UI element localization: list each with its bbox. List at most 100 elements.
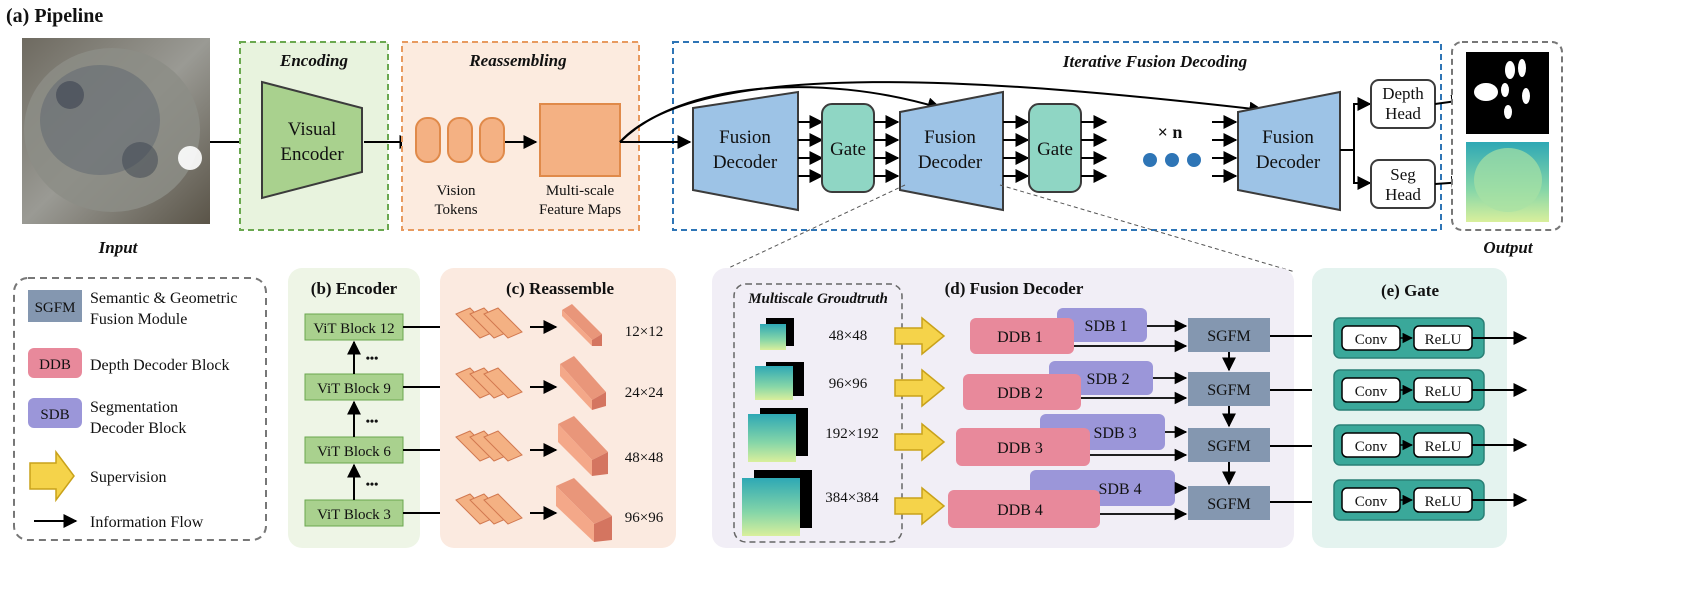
encoding-title: Encoding: [279, 51, 349, 70]
ifd-title: Iterative Fusion Decoding: [1062, 52, 1248, 71]
legend-sdb-swatch: [28, 398, 82, 428]
vit-block-3: [304, 499, 404, 527]
ddb-label: DDB 4: [997, 502, 1043, 519]
supervision-arrow: [894, 486, 946, 526]
legend-ddb-swatch: [28, 348, 82, 378]
gate-row-4: Conv ReLU: [1333, 479, 1485, 521]
conv-label: Conv: [1355, 494, 1388, 510]
vit-block-label: ViT Block 3: [317, 507, 391, 523]
gate-label: Gate: [1037, 139, 1073, 160]
reassembling-title: Reassembling: [468, 51, 567, 70]
token-stack-24: [455, 367, 523, 399]
conv-label: Conv: [1355, 332, 1388, 348]
legend-sgfm-desc: Semantic & Geometric: [90, 290, 238, 307]
visual-encoder-label: Encoder: [280, 144, 344, 165]
gate-panel-title: (e) Gate: [1381, 281, 1440, 300]
seg-head-label: Head: [1385, 185, 1421, 204]
gt-thumb-96: [755, 362, 804, 400]
conv-label: Conv: [1355, 384, 1388, 400]
ddb-2: [963, 374, 1081, 410]
sgfm-label: SGFM: [1207, 328, 1251, 345]
ellipsis-dot: [1187, 153, 1201, 167]
vision-tokens-label: Tokens: [434, 202, 477, 218]
gt-size: 96×96: [829, 376, 868, 392]
sgfm-3: [1188, 428, 1270, 462]
supervision-arrow: [894, 368, 946, 408]
output-label: Output: [1483, 238, 1533, 257]
relu-label: ReLU: [1425, 439, 1462, 455]
legend-sgfm-tag: SGFM: [35, 300, 76, 316]
vit-block-label: ViT Block 9: [317, 381, 391, 397]
reassemble-title: (c) Reassemble: [506, 279, 615, 298]
vision-token: [479, 117, 505, 163]
fusion-decoder-label: Fusion: [1262, 127, 1314, 148]
multiscale-gt-title: Multiscale Groudtruth: [747, 291, 888, 307]
ddb-label: DDB 3: [997, 440, 1043, 457]
token-stack-96: [455, 493, 523, 525]
gt-thumb-48: [760, 318, 794, 350]
fusion-decoder-n: [1237, 90, 1341, 212]
feature-cube-12: [562, 304, 602, 346]
repeat-n: × n: [1158, 122, 1183, 142]
sdb-label: SDB 3: [1093, 425, 1136, 442]
ellipsis-dot: [1143, 153, 1157, 167]
relu-label: ReLU: [1425, 384, 1462, 400]
ddb-3: [956, 428, 1090, 466]
supervision-arrow: [894, 422, 946, 462]
vision-token: [415, 117, 441, 163]
gate-2: [1028, 103, 1082, 193]
legend-ddb-desc: Depth Decoder Block: [90, 357, 230, 374]
sdb-label: SDB 2: [1086, 371, 1129, 388]
legend-box: [13, 277, 267, 541]
segmentation-output-image: [1466, 52, 1549, 134]
sgfm-label: SGFM: [1207, 496, 1251, 513]
fusion-decoder-label: Decoder: [918, 152, 983, 173]
fusion-decoder-label: Decoder: [713, 152, 778, 173]
encoder-ellipsis: •••: [366, 414, 379, 428]
seg-head-label: Seg: [1390, 165, 1416, 184]
legend-ddb-tag: DDB: [39, 357, 71, 373]
ddb-label: DDB 2: [997, 385, 1043, 402]
reassemble-panel: [440, 268, 676, 548]
feature-cube-24: [560, 356, 606, 410]
sdb-1: [1057, 308, 1147, 342]
vision-token: [447, 117, 473, 163]
fusion-decoder-2: [899, 90, 1004, 212]
legend-sgfm-desc: Fusion Module: [90, 311, 187, 328]
ddb-1: [970, 318, 1074, 354]
ddb-label: DDB 1: [997, 329, 1043, 346]
reassemble-size: 24×24: [625, 385, 664, 401]
depth-output-image: [1466, 142, 1549, 222]
vit-block-9: [304, 373, 404, 401]
encoder-ellipsis: •••: [366, 477, 379, 491]
token-stack-48: [455, 430, 523, 462]
relu-label: ReLU: [1425, 494, 1462, 510]
fusion-decoder-label: Fusion: [719, 127, 771, 148]
encoder-title: (b) Encoder: [311, 279, 398, 298]
sgfm-label: SGFM: [1207, 438, 1251, 455]
multiscale-maps-label: Feature Maps: [539, 202, 621, 218]
multiscale-feature-maps: [539, 103, 621, 177]
feature-cube-48: [558, 416, 608, 476]
fusion-decoder-1: [692, 90, 799, 212]
reassemble-size: 48×48: [625, 450, 663, 466]
relu-label: ReLU: [1425, 332, 1462, 348]
visual-encoder: [261, 80, 363, 200]
legend-supervision-arrow: [29, 449, 75, 503]
sgfm-2: [1188, 372, 1270, 406]
legend-supervision-label: Supervision: [90, 469, 166, 486]
feature-cube-96: [556, 478, 612, 542]
gate-row-1: Conv ReLU: [1333, 317, 1485, 359]
encoder-ellipsis: •••: [366, 351, 379, 365]
multiscale-gt-box: [733, 283, 903, 543]
input-image: [22, 38, 210, 224]
legend-sgfm-swatch: [28, 290, 82, 322]
sdb-label: SDB 1: [1084, 318, 1127, 335]
sdb-label: SDB 4: [1098, 481, 1141, 498]
multiscale-maps-label: Multi-scale: [546, 183, 615, 199]
sgfm-4: [1188, 486, 1270, 520]
gate-1: [821, 103, 875, 193]
vit-block-12: [304, 313, 404, 341]
